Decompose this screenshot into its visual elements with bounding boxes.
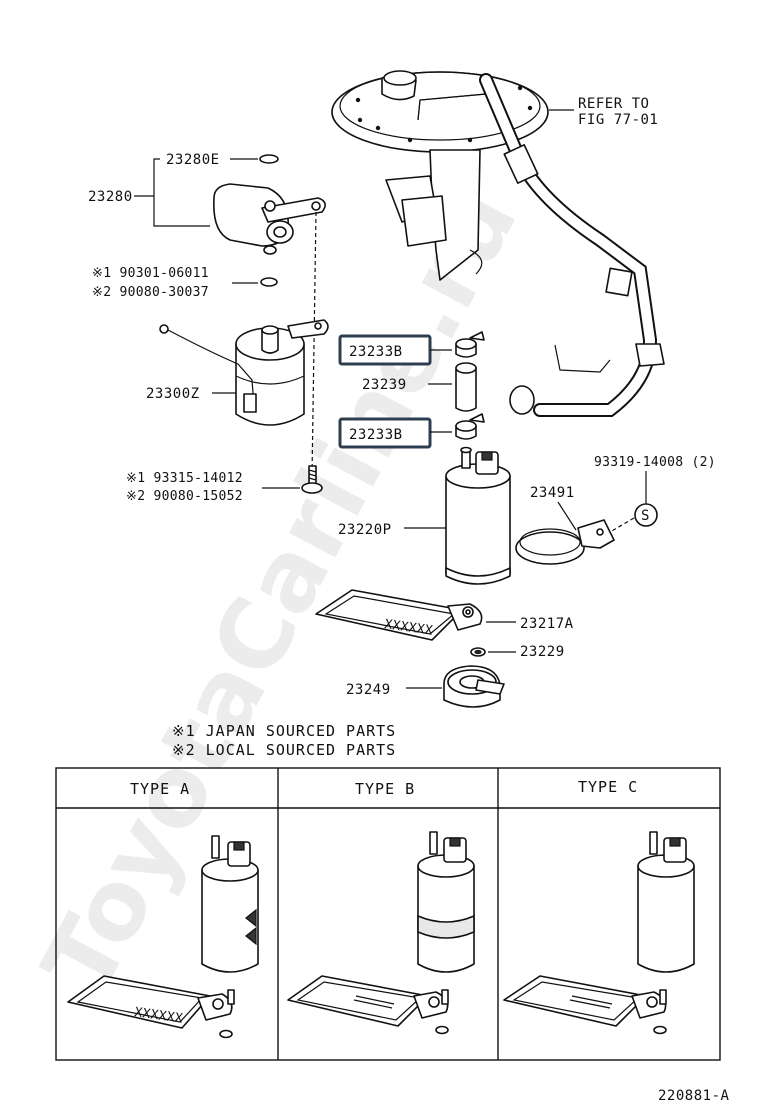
legend-japan-sourced: ※1 JAPAN SOURCED PARTS bbox=[172, 722, 396, 740]
label-93319-14008: 93319-14008 (2) bbox=[594, 455, 716, 470]
label-90080-15052: ※2 90080-15052 bbox=[126, 489, 243, 504]
strainer-23217A[interactable]: XXXXXX bbox=[315, 589, 483, 641]
screw-93315[interactable] bbox=[301, 465, 323, 494]
type-a-header: TYPE A bbox=[130, 780, 190, 798]
label-23280E: 23280E bbox=[166, 152, 220, 168]
label-23280: 23280 bbox=[88, 189, 133, 205]
refer-line-1: REFER TO bbox=[578, 96, 649, 112]
s-symbol-circle bbox=[634, 503, 658, 527]
label-23229: 23229 bbox=[520, 644, 565, 660]
label-23217A: 23217A bbox=[520, 616, 574, 632]
fuel-filter[interactable] bbox=[159, 319, 329, 426]
clamp-23233B-bottom[interactable] bbox=[455, 413, 485, 440]
o-ring-23280E[interactable] bbox=[259, 154, 279, 164]
type-a-illustration[interactable]: XXXXXX bbox=[67, 835, 259, 1039]
label-23239: 23239 bbox=[362, 377, 407, 393]
highlight-23233B-bottom[interactable] bbox=[338, 417, 432, 449]
cushion-23249[interactable] bbox=[443, 665, 505, 708]
strainer-mark: XXXXXX bbox=[383, 617, 433, 639]
label-23220P: 23220P bbox=[338, 522, 392, 538]
pressure-regulator[interactable] bbox=[213, 183, 326, 255]
label-23233B-bottom: 23233B bbox=[349, 427, 403, 443]
o-ring-90301[interactable] bbox=[260, 277, 278, 287]
label-90301-06011: ※1 90301-06011 bbox=[92, 266, 209, 281]
band-23491[interactable] bbox=[515, 519, 615, 565]
type-c-header: TYPE C bbox=[578, 778, 638, 796]
type-table: TYPE A TYPE B TYPE C bbox=[55, 767, 721, 1061]
type-c-illustration[interactable] bbox=[503, 831, 695, 1035]
label-90080-30037: ※2 90080-30037 bbox=[92, 285, 209, 300]
label-23233B-top: 23233B bbox=[349, 344, 403, 360]
figure-id: 220881-A bbox=[658, 1088, 730, 1104]
label-23300Z: 23300Z bbox=[146, 386, 200, 402]
fuel-pump-23220P[interactable] bbox=[445, 446, 511, 585]
label-23249: 23249 bbox=[346, 682, 391, 698]
fuel-sender-assembly[interactable] bbox=[331, 70, 665, 417]
legend-local-sourced: ※2 LOCAL SOURCED PARTS bbox=[172, 741, 396, 759]
label-93315-14012: ※1 93315-14012 bbox=[126, 471, 243, 486]
label-23491: 23491 bbox=[530, 485, 575, 501]
refer-note: REFER TO FIG 77-01 bbox=[549, 96, 658, 128]
type-b-header: TYPE B bbox=[355, 780, 415, 798]
type-a-mark: XXXXXX bbox=[133, 1005, 183, 1027]
type-b-illustration[interactable] bbox=[287, 831, 475, 1035]
s-symbol: S bbox=[641, 508, 650, 524]
refer-line-2: FIG 77-01 bbox=[578, 112, 658, 128]
hose-23239[interactable] bbox=[455, 362, 477, 412]
clamp-23233B-top[interactable] bbox=[455, 331, 485, 358]
